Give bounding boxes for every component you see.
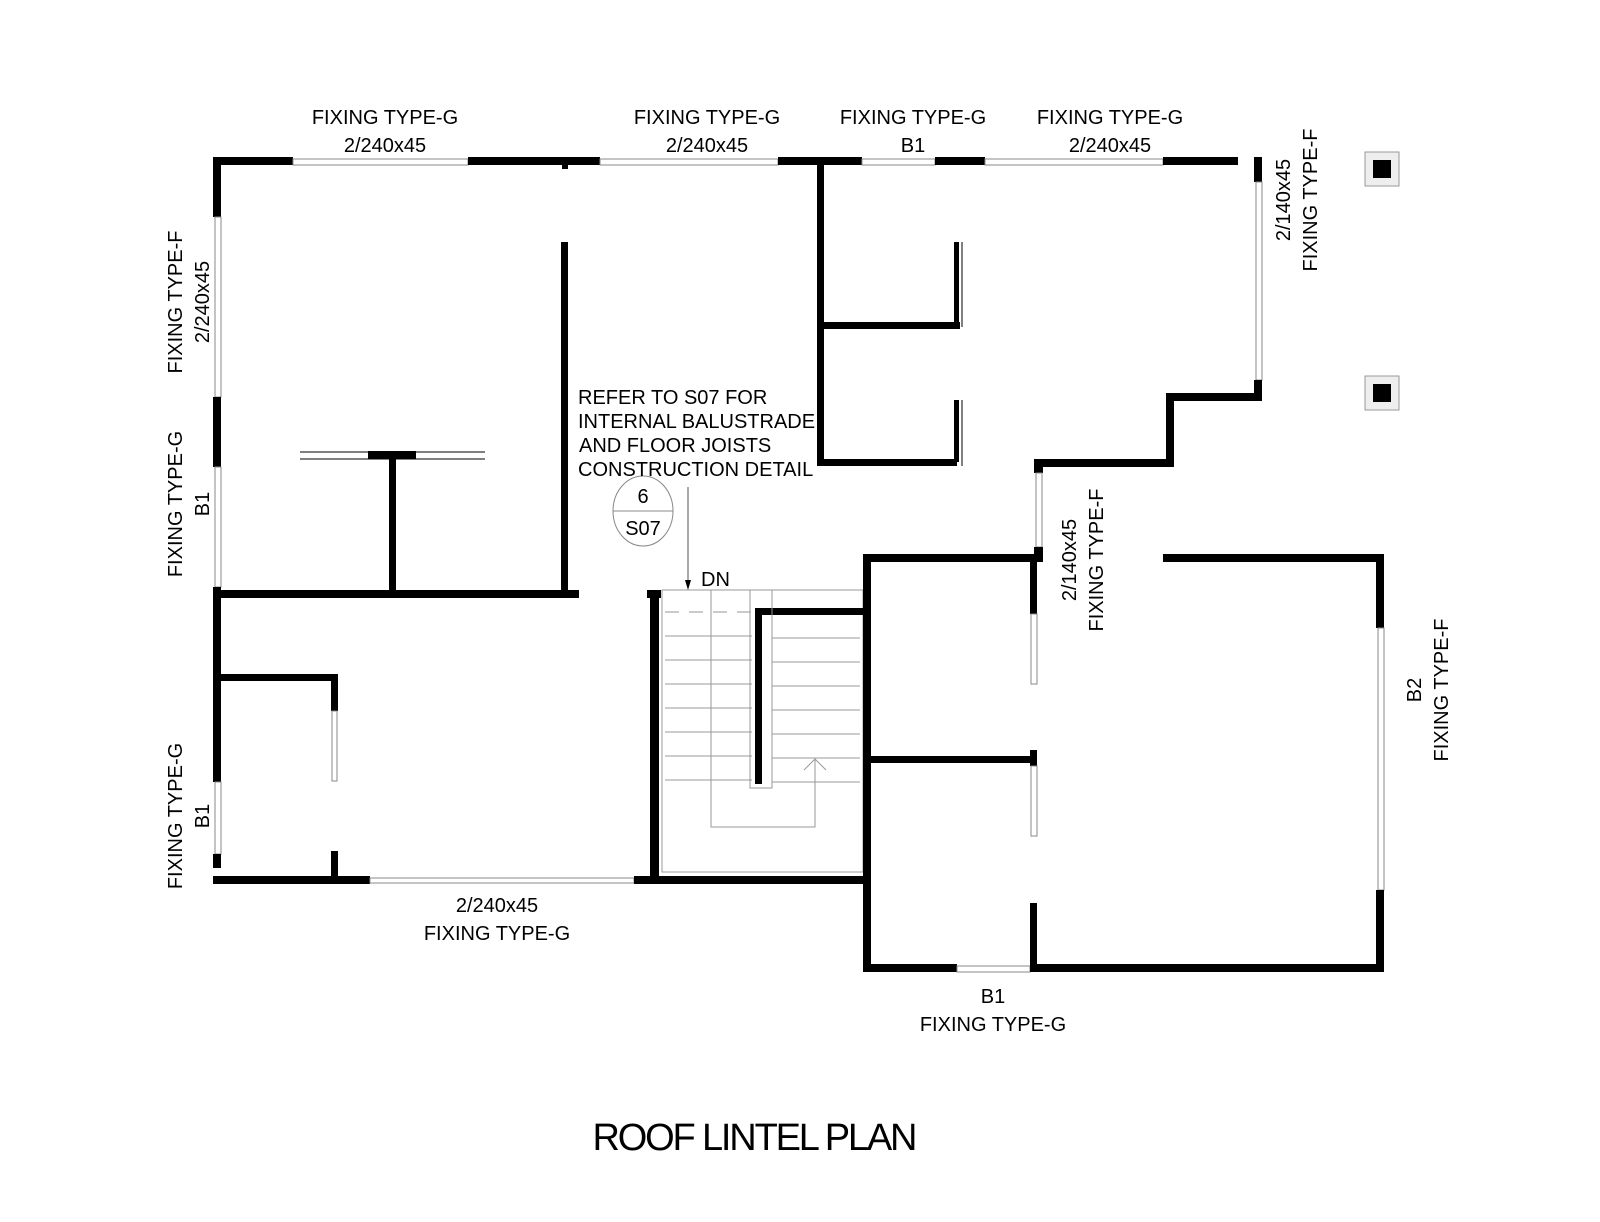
label-size: 2/240x45	[1069, 135, 1151, 157]
label-size: B2	[1404, 678, 1426, 702]
label-size: 2/240x45	[456, 895, 538, 917]
label-size: 2/240x45	[666, 135, 748, 157]
label-type: FIXING TYPE-F	[165, 231, 187, 374]
column-post-2	[1364, 375, 1400, 411]
label-type: FIXING TYPE-G	[165, 743, 187, 889]
window-top-1	[292, 158, 469, 166]
window-right	[1377, 627, 1385, 891]
label-size: B1	[192, 804, 214, 828]
column-post-1	[1364, 151, 1400, 187]
window-bottom-2	[956, 965, 1031, 973]
label-size: B1	[192, 492, 214, 516]
callout-number: 6	[637, 486, 648, 508]
lintel-labels: FIXING TYPE-G 2/240x45 FIXING TYPE-G 2/2…	[165, 107, 1453, 1036]
label-type: FIXING TYPE-G	[312, 107, 458, 129]
label-type: FIXING TYPE-G	[165, 431, 187, 577]
label-size: B1	[901, 135, 925, 157]
svg-text:INTERNAL BALUSTRADE: INTERNAL BALUSTRADE	[578, 411, 815, 433]
label-size: 2/140x45	[1059, 519, 1081, 601]
label-size: B1	[981, 986, 1005, 1008]
label-type: FIXING TYPE-G	[920, 1014, 1066, 1036]
walls	[213, 157, 1385, 973]
arrow-down-icon	[685, 580, 691, 590]
construction-note: REFER TO S07 FOR INTERNAL BALUSTRADE AND…	[578, 387, 815, 481]
section-callout: 6 S07 DN	[612, 475, 730, 591]
label-type: FIXING TYPE-G	[1037, 107, 1183, 129]
label-size: 2/240x45	[192, 261, 214, 343]
svg-text:CONSTRUCTION DETAIL: CONSTRUCTION DETAIL	[578, 459, 813, 481]
window-bottom-1	[369, 877, 635, 884]
svg-text:REFER TO S07 FOR: REFER TO S07 FOR	[578, 387, 767, 409]
label-type: FIXING TYPE-G	[840, 107, 986, 129]
window-right-top	[1255, 181, 1263, 381]
label-type: FIXING TYPE-G	[424, 923, 570, 945]
window-top-4	[984, 158, 1164, 166]
label-type: FIXING TYPE-F	[1431, 619, 1453, 762]
window-top-3	[861, 158, 936, 166]
stair-direction-label: DN	[701, 569, 730, 591]
window-left-3	[214, 781, 222, 855]
label-type: FIXING TYPE-F	[1086, 489, 1108, 632]
window-top-2	[599, 158, 779, 166]
label-type: FIXING TYPE-G	[634, 107, 780, 129]
window-left-1	[214, 216, 222, 398]
window-mid	[1035, 472, 1043, 548]
label-size: 2/240x45	[344, 135, 426, 157]
window-left-2	[214, 466, 222, 588]
svg-text:AND FLOOR JOISTS: AND FLOOR JOISTS	[579, 435, 771, 457]
label-size: 2/140x45	[1273, 159, 1295, 241]
callout-sheet: S07	[625, 518, 661, 540]
plan-title: ROOF LINTEL PLAN	[593, 1117, 918, 1159]
label-type: FIXING TYPE-F	[1300, 129, 1322, 272]
stair-treads	[665, 590, 860, 828]
